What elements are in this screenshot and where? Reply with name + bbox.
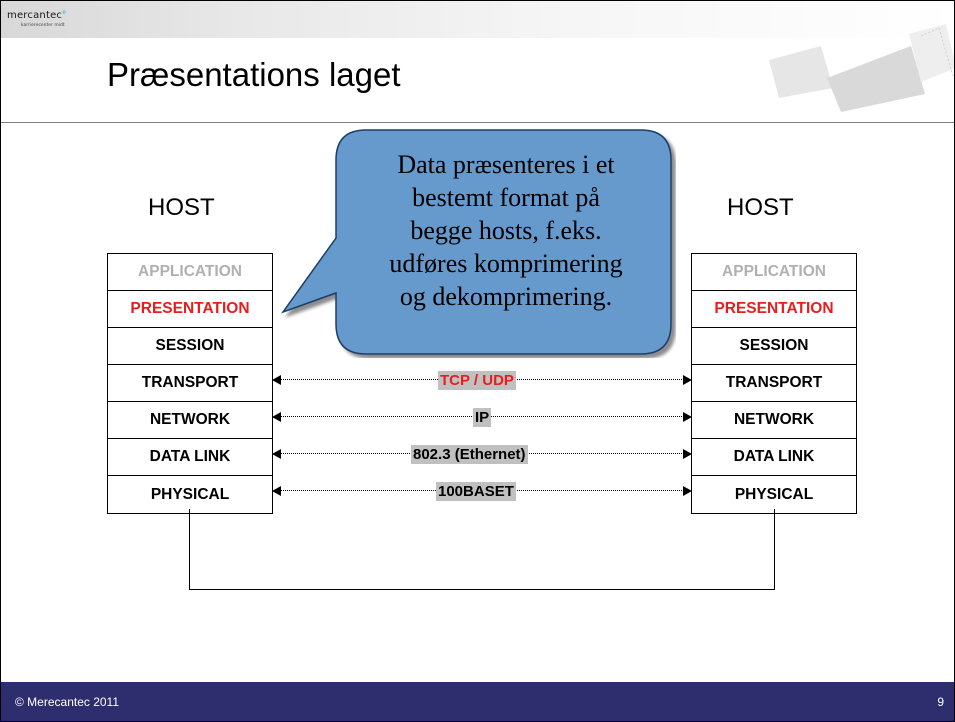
right-layer-presentation: PRESENTATION [692, 291, 856, 328]
right-layer-physical: PHYSICAL [692, 476, 856, 513]
transport-protocol-label: TCP / UDP [438, 371, 516, 390]
header-band [1, 1, 954, 38]
left-layer-datalink: DATA LINK [108, 439, 272, 476]
right-layer-transport: TRANSPORT [692, 365, 856, 402]
logo-subtitle: karrierecenter midt [21, 23, 65, 28]
footer-bar: © Merecantec 2011 9 [1, 682, 954, 721]
left-layer-presentation: PRESENTATION [108, 291, 272, 328]
header-divider [1, 122, 954, 123]
copyright-text: © Merecantec 2011 [15, 695, 120, 709]
logo-word: mercantec [7, 10, 63, 21]
left-osi-stack: APPLICATION PRESENTATION SESSION TRANSPO… [107, 253, 273, 514]
callout-line: begge hosts, f.eks. [410, 216, 602, 245]
left-layer-transport: TRANSPORT [108, 365, 272, 402]
callout-line: Data præsenteres i et [397, 150, 615, 179]
decorative-shapes-graphic [769, 24, 954, 112]
left-layer-physical: PHYSICAL [108, 476, 272, 513]
speech-bubble-callout [281, 129, 672, 355]
callout-line: og dekomprimering. [399, 282, 613, 311]
right-host-label: HOST [727, 194, 794, 221]
left-layer-session: SESSION [108, 328, 272, 365]
mercantec-logo: mercantec° karrierecenter midt [7, 5, 66, 29]
datalink-protocol-label: 802.3 (Ethernet) [411, 445, 528, 464]
callout-text: Data præsenteres i et bestemt format på … [337, 148, 675, 313]
arrowhead-left-icon [272, 412, 281, 422]
arrowhead-right-icon [683, 449, 692, 459]
right-layer-session: SESSION [692, 328, 856, 365]
arrowhead-left-icon [272, 449, 281, 459]
arrowhead-left-icon [272, 375, 281, 385]
right-layer-network: NETWORK [692, 402, 856, 439]
callout-line: bestemt format på [412, 183, 600, 212]
page-title: Præsentations laget [107, 56, 401, 93]
logo-dot-icon: ° [62, 10, 67, 21]
physical-cable-connector [189, 509, 775, 590]
arrowhead-right-icon [683, 412, 692, 422]
right-osi-stack: APPLICATION PRESENTATION SESSION TRANSPO… [691, 253, 857, 514]
physical-protocol-label: 100BASET [436, 482, 516, 501]
left-layer-network: NETWORK [108, 402, 272, 439]
network-protocol-label: IP [473, 408, 492, 427]
page-number: 9 [937, 695, 944, 709]
arrowhead-left-icon [272, 486, 281, 496]
callout-line: udføres komprimering [389, 249, 623, 278]
left-layer-application: APPLICATION [108, 254, 272, 291]
right-layer-datalink: DATA LINK [692, 439, 856, 476]
arrowhead-right-icon [683, 486, 692, 496]
right-layer-application: APPLICATION [692, 254, 856, 291]
arrowhead-right-icon [683, 375, 692, 385]
left-host-label: HOST [148, 194, 215, 221]
